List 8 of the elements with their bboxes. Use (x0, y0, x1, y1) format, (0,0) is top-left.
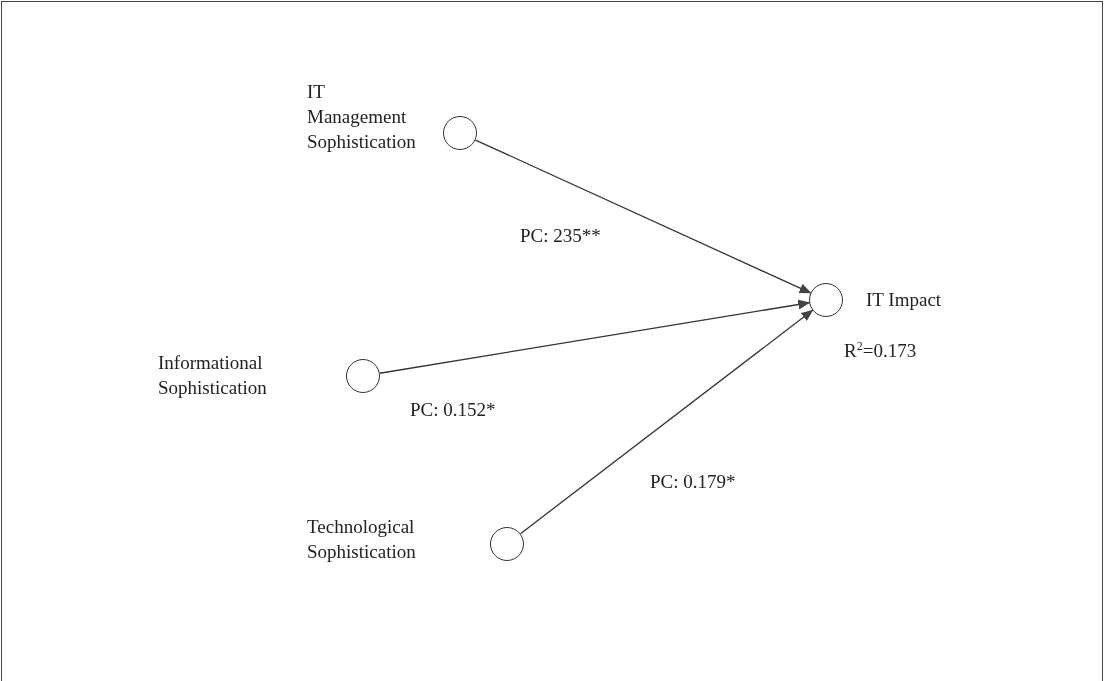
construct-label: Informational Sophistication (158, 351, 268, 400)
construct-label: IT Impact (866, 288, 943, 312)
construct-label: Technological Sophistication (307, 515, 417, 564)
r-squared-label: R$^{2}$=0.173 (844, 338, 917, 363)
arrow (519, 309, 814, 535)
construct-label: IT Management Sophistication (307, 80, 417, 154)
arrow (474, 139, 812, 294)
arrow (379, 299, 811, 374)
